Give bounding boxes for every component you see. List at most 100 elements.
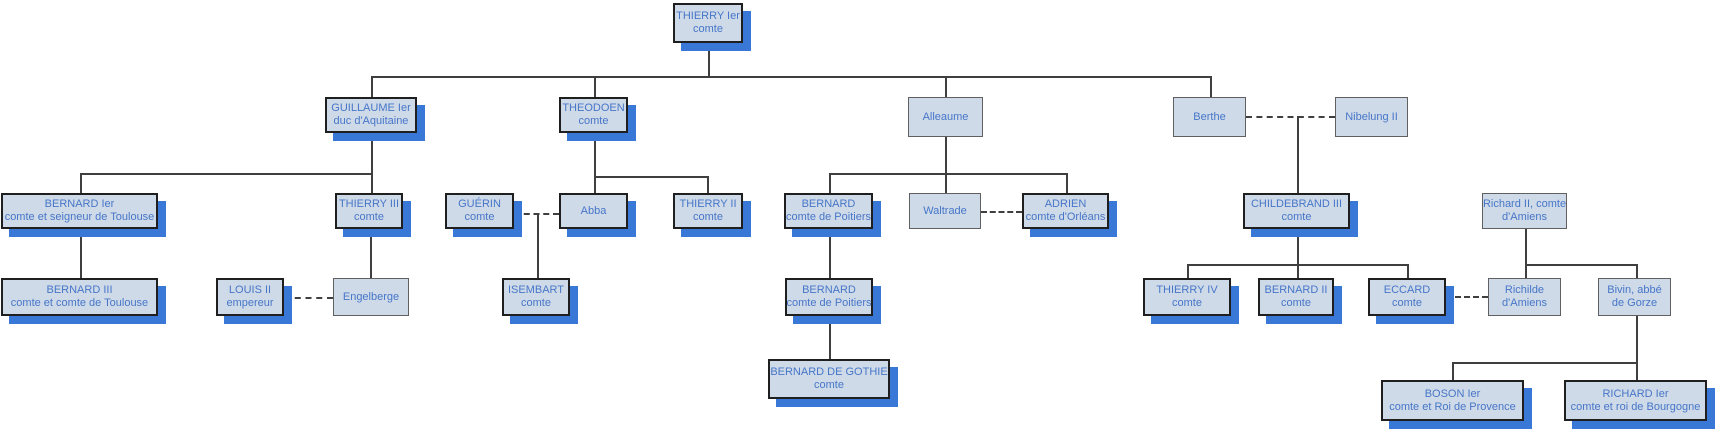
marriage-dashed-line xyxy=(1446,296,1488,298)
connector-line xyxy=(945,137,947,193)
connector-line xyxy=(371,133,373,193)
person-title: comte et seigneur de Toulouse xyxy=(4,211,155,223)
connector-line xyxy=(829,316,831,359)
person-node-alleaume[interactable]: Alleaume xyxy=(908,97,983,137)
person-node-abba[interactable]: Abba xyxy=(559,193,628,229)
person-name: GUILLAUME Ier xyxy=(331,102,411,114)
connector-line xyxy=(1452,362,1454,380)
person-title: duc d'Aquitaine xyxy=(333,115,409,127)
connector-line xyxy=(707,176,709,193)
person-title: empereur xyxy=(226,297,274,309)
person-title: comte xyxy=(1392,297,1422,309)
person-name: BERNARD Ier xyxy=(44,198,115,210)
person-name: Engelberge xyxy=(342,290,400,303)
person-name: ECCARD xyxy=(1383,284,1431,296)
person-title: comte et roi de Bourgogne xyxy=(1570,400,1701,413)
person-title: comte xyxy=(578,115,609,127)
connector-line xyxy=(371,76,373,97)
person-name: BERNARD xyxy=(802,284,856,296)
person-title: comte xyxy=(693,23,723,35)
person-title: comte d'Orléans xyxy=(1025,211,1106,223)
connector-line xyxy=(80,173,82,193)
connector-line xyxy=(1636,264,1638,278)
person-node-waltrade[interactable]: Waltrade xyxy=(909,193,981,229)
person-node-engelberge[interactable]: Engelberge xyxy=(333,278,409,316)
person-title: comte et comte de Toulouse xyxy=(10,297,149,309)
marriage-dashed-line xyxy=(1246,116,1335,118)
person-title: comte xyxy=(693,211,723,223)
connector-line xyxy=(1452,362,1636,364)
person-name: BOSON Ier xyxy=(1424,387,1481,400)
person-name: ADRIEN xyxy=(1044,198,1087,210)
person-title: comte xyxy=(1281,211,1312,223)
person-title: d'Amiens xyxy=(1502,297,1547,309)
person-title: d'Amiens xyxy=(1502,211,1547,223)
person-name: Bivin, abbé xyxy=(1607,284,1662,296)
person-name: Richilde xyxy=(1504,284,1545,296)
connector-line xyxy=(537,213,539,278)
person-title: comte de Poitiers xyxy=(786,211,871,223)
person-title: comte xyxy=(521,297,551,309)
connector-line xyxy=(945,76,947,97)
connector-line xyxy=(594,176,707,178)
connector-line xyxy=(1297,229,1299,278)
person-name: Abba xyxy=(580,204,607,217)
person-name: BERNARD II xyxy=(1264,284,1328,296)
person-name: THIERRY Ier xyxy=(676,10,740,22)
person-title: comte xyxy=(464,211,495,223)
person-name: Richard II, comte xyxy=(1482,198,1567,210)
person-title: comte xyxy=(1172,297,1202,309)
connector-line xyxy=(829,229,831,278)
connector-line xyxy=(594,76,596,97)
connector-line xyxy=(371,76,1210,78)
connector-line xyxy=(1187,264,1407,266)
person-name: CHILDEBRAND III xyxy=(1250,198,1343,210)
person-title: de Gorze xyxy=(1611,297,1658,309)
marriage-dashed-line xyxy=(981,211,1022,213)
connector-line xyxy=(1210,76,1212,97)
connector-line xyxy=(1187,264,1189,278)
connector-line xyxy=(1407,264,1409,278)
person-name: THEODOEN xyxy=(562,102,625,114)
person-title: comte xyxy=(814,379,844,391)
connector-line xyxy=(829,173,831,193)
person-name: THIERRY III xyxy=(338,198,400,210)
person-node-nibelung-2[interactable]: Nibelung II xyxy=(1335,97,1408,137)
connector-line xyxy=(1297,116,1299,193)
connector-line xyxy=(1525,229,1527,278)
person-name: BERNARD xyxy=(801,198,856,210)
connector-line xyxy=(1525,264,1636,266)
person-title: comte et Roi de Provence xyxy=(1389,400,1516,413)
marriage-dashed-line xyxy=(514,213,559,215)
person-name: RICHARD Ier xyxy=(1602,387,1669,400)
connector-line xyxy=(594,133,596,193)
person-node-berthe[interactable]: Berthe xyxy=(1173,97,1246,137)
connector-line xyxy=(370,229,372,278)
person-name: ISEMBART xyxy=(507,284,565,296)
connector-line xyxy=(1636,316,1638,380)
person-name: Nibelung II xyxy=(1345,110,1398,123)
